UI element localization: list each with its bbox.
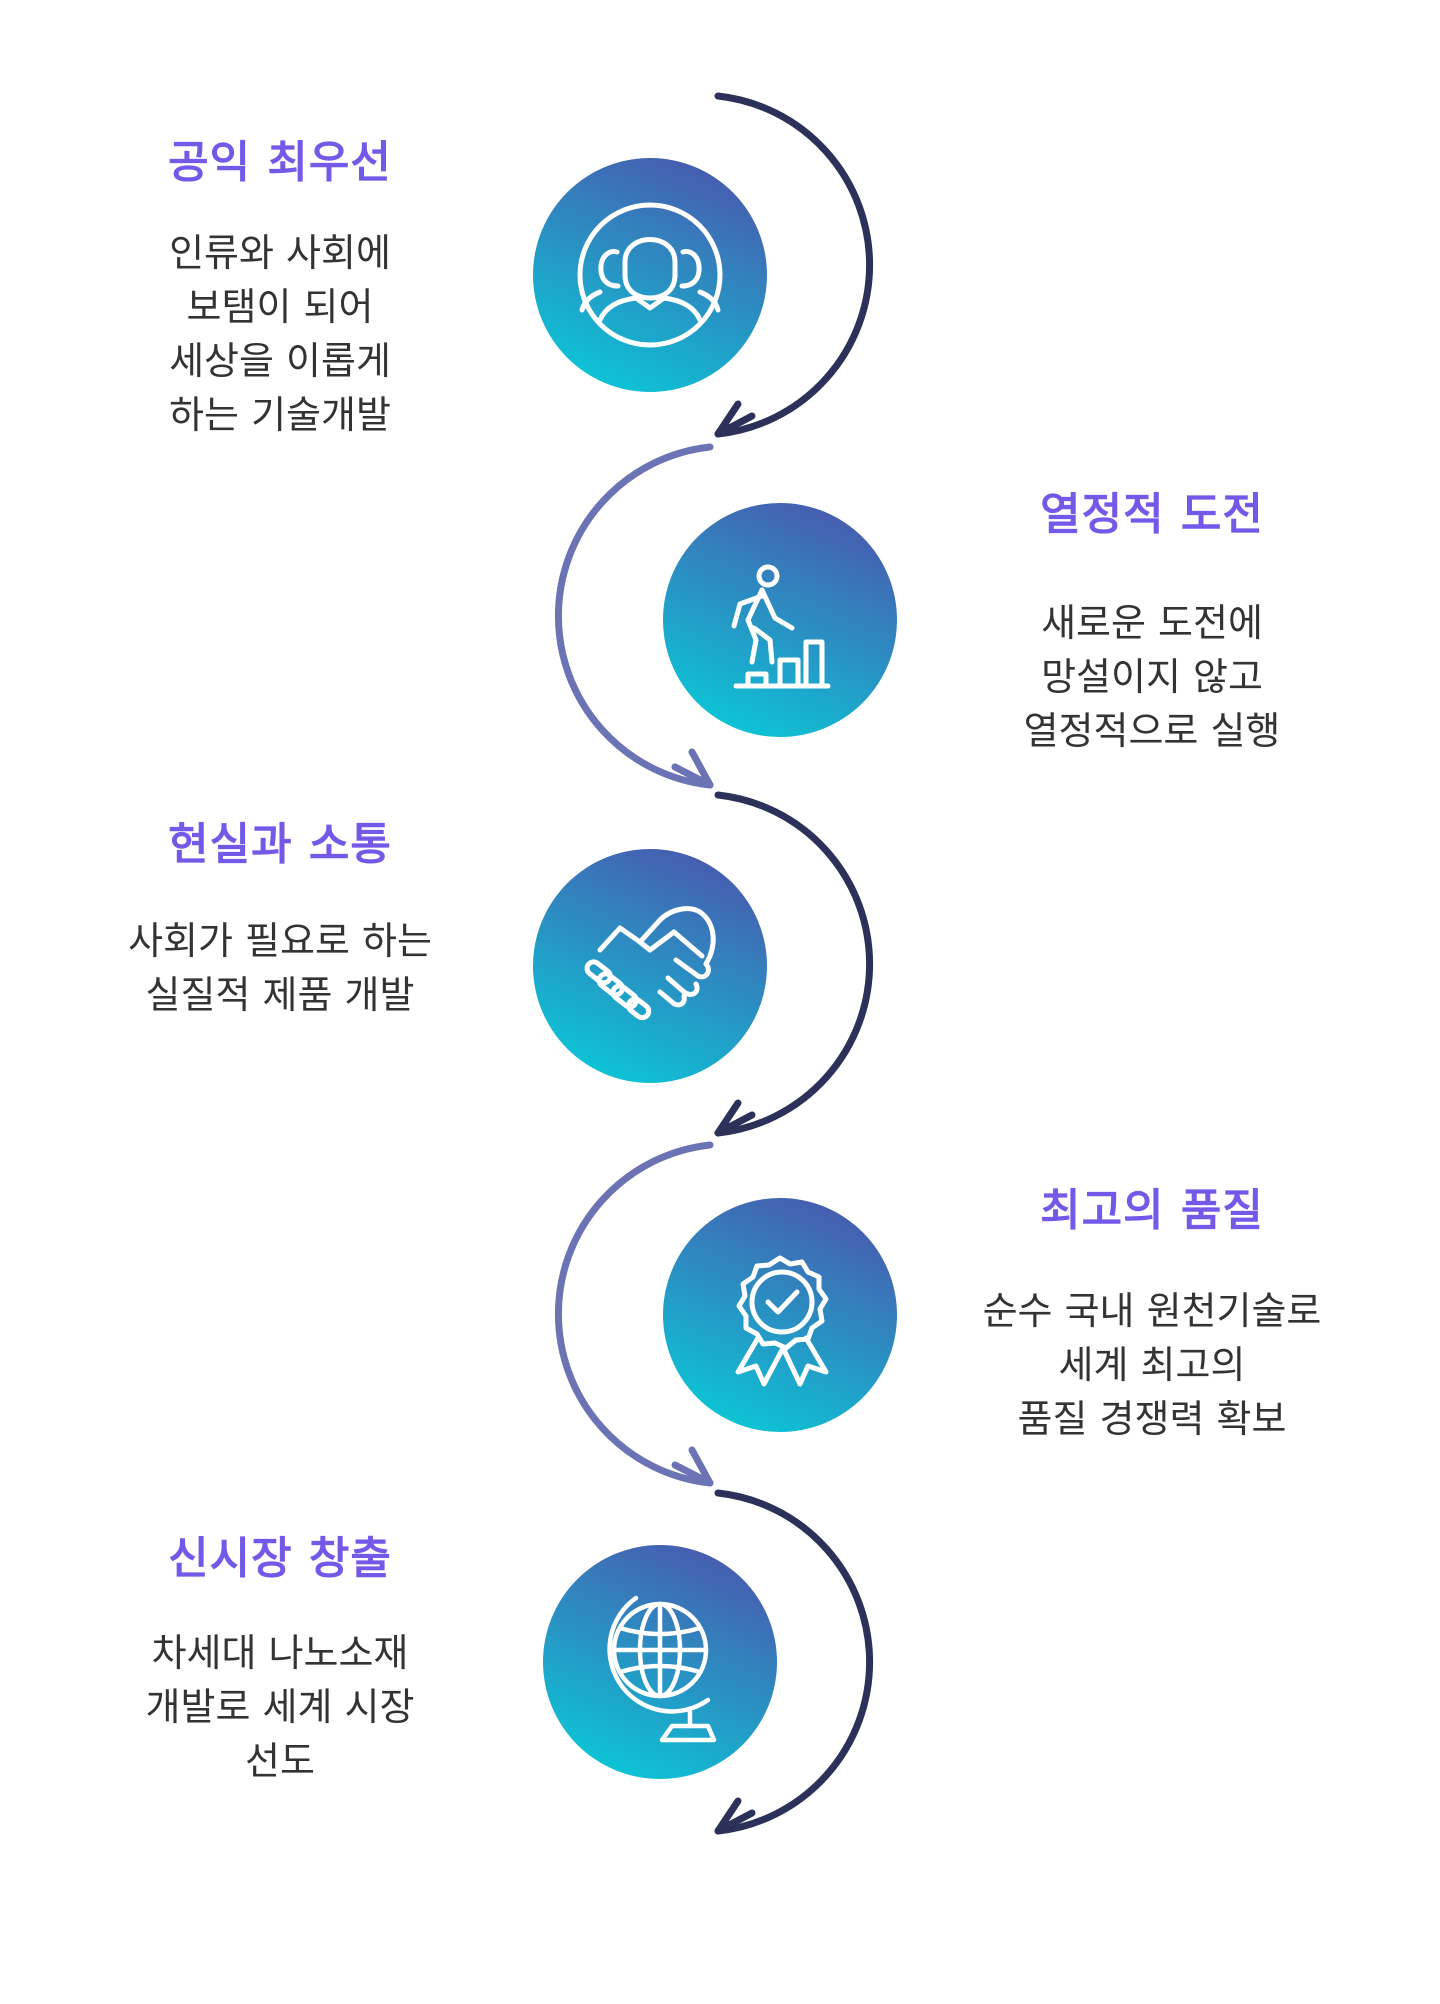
climbing-stairs-icon <box>731 564 831 689</box>
step-1-description: 인류와 사회에 보탬이 되어 세상을 이롭게 하는 기술개발 <box>20 226 540 442</box>
step-2-line-3: 열정적으로 실행 <box>1023 709 1281 753</box>
step-1-title: 공익 최우선 <box>168 137 392 188</box>
step-1-node <box>533 158 767 392</box>
connector-arc-4 <box>554 1141 714 1487</box>
step-4-node <box>663 1198 897 1432</box>
connector-arcs <box>554 92 874 1835</box>
step-2-node <box>663 503 897 737</box>
step-3-node <box>533 849 767 1083</box>
step-3-line-2: 실질적 제품 개발 <box>145 973 415 1017</box>
step-2-text: 열정적 도전 새로운 도전에 망설이지 않고 열정적으로 실행 <box>892 486 1412 758</box>
step-3-title: 현실과 소통 <box>168 819 392 870</box>
step-4-title: 최고의 품질 <box>1040 1185 1264 1236</box>
step-4-text: 최고의 품질 순수 국내 원천기술로 세계 최고의 품질 경쟁력 확보 <box>892 1182 1412 1446</box>
step-4-line-3: 품질 경쟁력 확보 <box>1017 1397 1287 1441</box>
step-5-text: 신시장 창출 차세대 나노소재 개발로 세계 시장 선도 <box>20 1530 540 1788</box>
step-1-line-2: 보탬이 되어 <box>186 285 374 329</box>
step-1-text: 공익 최우선 인류와 사회에 보탬이 되어 세상을 이롭게 하는 기술개발 <box>20 134 540 442</box>
step-1-circle <box>533 158 767 392</box>
handshake-icon <box>584 906 716 1021</box>
step-3-description: 사회가 필요로 하는 실질적 제품 개발 <box>20 914 540 1022</box>
step-5-description: 차세대 나노소재 개발로 세계 시장 선도 <box>20 1626 540 1788</box>
arrow-heads <box>671 400 756 1835</box>
step-4-description: 순수 국내 원천기술로 세계 최고의 품질 경쟁력 확보 <box>892 1284 1412 1446</box>
step-1-line-1: 인류와 사회에 <box>169 231 391 275</box>
step-3-line-1: 사회가 필요로 하는 <box>128 919 432 963</box>
step-2-description: 새로운 도전에 망설이지 않고 열정적으로 실행 <box>892 596 1412 758</box>
arrowhead-2 <box>671 748 714 789</box>
step-2-title: 열정적 도전 <box>1040 489 1264 540</box>
step-5-line-2: 개발로 세계 시장 <box>145 1685 415 1729</box>
step-1-line-4: 하는 기술개발 <box>169 393 391 437</box>
step-5-line-1: 차세대 나노소재 <box>151 1631 409 1675</box>
connector-arc-3 <box>714 791 874 1137</box>
step-3-circle <box>533 849 767 1083</box>
step-4-line-1: 순수 국내 원천기술로 <box>982 1289 1322 1333</box>
award-badge-icon <box>735 1255 829 1387</box>
step-4-line-2: 세계 최고의 <box>1058 1343 1246 1387</box>
step-2-line-2: 망설이지 않고 <box>1041 655 1263 699</box>
connector-arc-1 <box>714 92 874 438</box>
people-group-icon <box>577 202 723 348</box>
step-2-line-1: 새로운 도전에 <box>1041 601 1263 645</box>
connector-arc-5 <box>714 1489 874 1835</box>
step-5-node <box>543 1545 777 1779</box>
arrowhead-4 <box>671 1446 714 1487</box>
arrowhead-5 <box>714 1797 756 1835</box>
arrowhead-3 <box>714 1099 756 1137</box>
globe-icon <box>607 1595 717 1743</box>
step-1-line-3: 세상을 이롭게 <box>169 339 391 383</box>
step-5-title: 신시장 창출 <box>168 1533 392 1584</box>
connector-arc-2 <box>554 443 714 789</box>
arrowhead-1 <box>714 400 756 438</box>
step-3-text: 현실과 소통 사회가 필요로 하는 실질적 제품 개발 <box>20 816 540 1022</box>
step-4-circle <box>663 1198 897 1432</box>
step-5-line-3: 선도 <box>245 1739 315 1783</box>
